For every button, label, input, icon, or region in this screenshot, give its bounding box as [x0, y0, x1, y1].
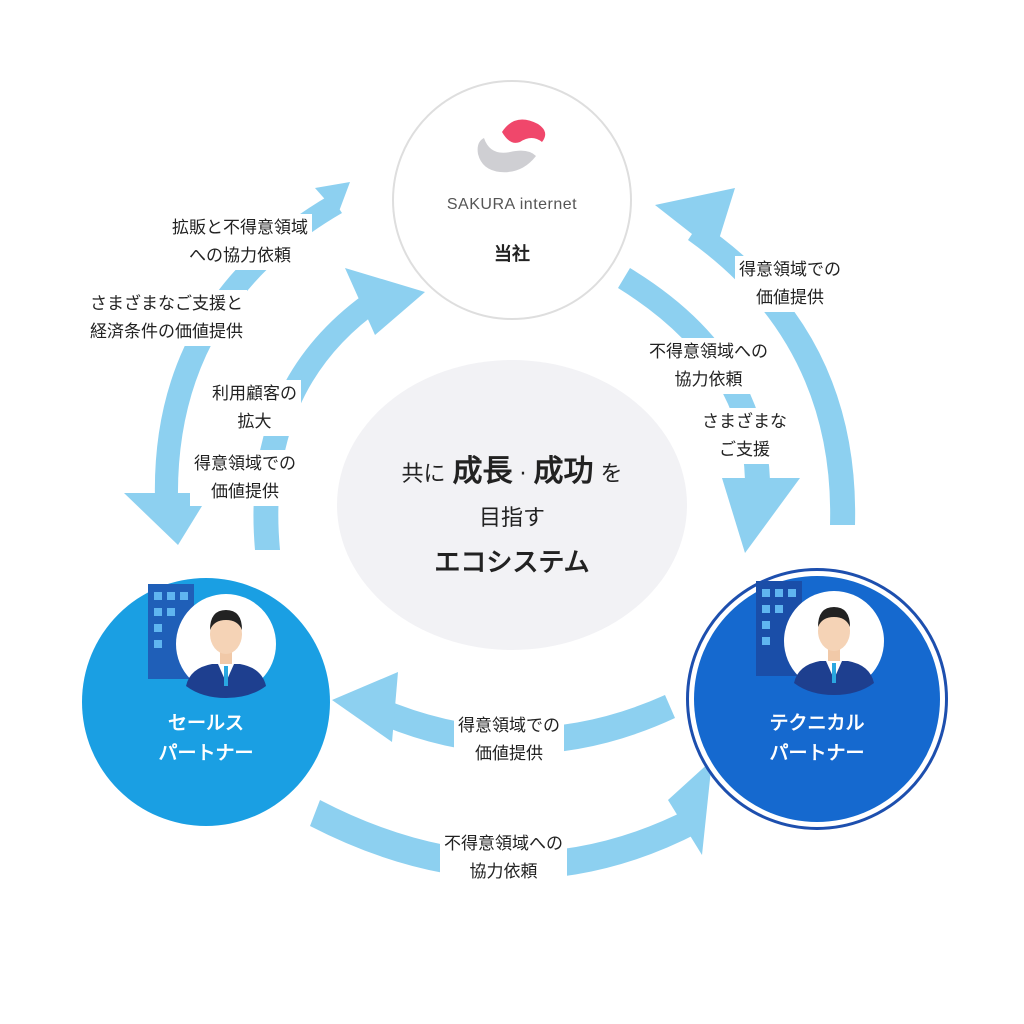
label-bottom-upper: 得意領域での価値提供	[454, 712, 564, 768]
arrow-bottom-upper	[365, 695, 675, 754]
center-text: 共に 成長 · 成功 を 目指す エコシステム	[337, 450, 687, 585]
tech-avatar	[756, 581, 884, 695]
tech-label-1: テクニカル	[769, 712, 865, 734]
label-right-outer: 得意領域での価値提供	[735, 256, 845, 312]
arrow-left-outer	[154, 195, 342, 500]
sales-label-2: パートナー	[158, 742, 254, 764]
center-bold-1: 成長	[452, 454, 513, 489]
top-role: 当社	[494, 244, 530, 265]
arrow-right-outer	[688, 222, 856, 525]
arrow-tail-left-outer	[315, 182, 350, 214]
tech-label-2: パートナー	[769, 742, 865, 764]
label-bottom-lower: 不得意領域への協力依頼	[440, 830, 567, 886]
arrow-head-right-outer	[655, 188, 735, 252]
center-dot: ·	[519, 462, 527, 487]
center-line-2: 目指す	[478, 506, 545, 531]
label-right-inner-1: 不得意領域への協力依頼	[645, 338, 772, 394]
sales-label: セールス パートナー	[82, 708, 330, 768]
center-circle	[337, 360, 687, 650]
sales-label-1: セールス	[167, 712, 244, 734]
center-line-3: エコシステム	[434, 548, 590, 578]
center-prefix: 共に	[401, 462, 446, 487]
arrow-bottom-lower	[310, 800, 700, 880]
label-left-outer-2: さまざまなご支援と経済条件の価値提供	[86, 290, 247, 346]
businessman-icon	[784, 591, 884, 695]
label-left-inner-1: 利用顧客の拡大	[208, 380, 301, 436]
tech-label: テクニカル パートナー	[694, 708, 940, 768]
arrow-head-left-inner	[345, 268, 425, 335]
sales-avatar	[148, 584, 276, 698]
arrow-head-right-inner	[722, 478, 800, 553]
center-suffix: を	[600, 462, 623, 487]
sakura-logo-icon	[477, 119, 546, 173]
businessman-icon	[176, 594, 276, 698]
arrow-head-bottom-lower	[668, 760, 712, 855]
label-left-outer-1: 拡販と不得意領域への協力依頼	[168, 214, 312, 270]
arrow-head-left-outer	[124, 493, 210, 545]
center-bold-2: 成功	[533, 454, 594, 489]
label-left-inner-2: 得意領域での価値提供	[190, 450, 300, 506]
label-right-inner-2: さまざまなご支援	[698, 408, 791, 464]
top-node	[392, 80, 632, 320]
top-brand: SAKURA internet	[446, 196, 578, 213]
arrow-head-bottom-upper	[332, 672, 398, 742]
